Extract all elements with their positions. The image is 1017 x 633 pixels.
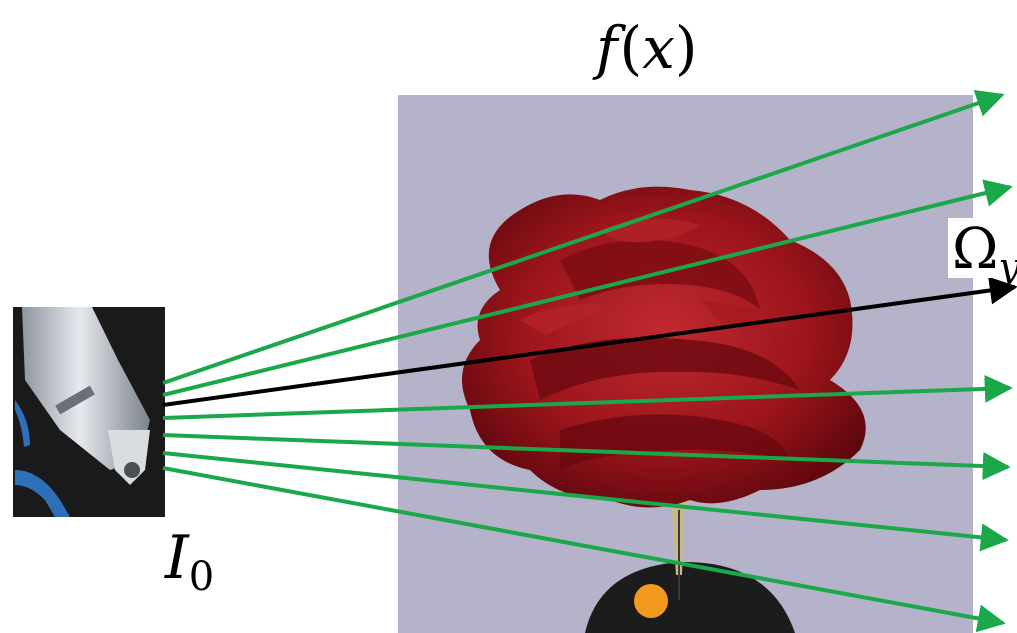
source-subscript: 0 xyxy=(189,554,214,600)
detector-label: Ωy xyxy=(948,217,1017,289)
detector-symbol: Ω xyxy=(952,217,998,282)
xray-source xyxy=(13,307,165,517)
function-argument: x xyxy=(642,14,675,82)
function-expression: f(x) xyxy=(592,14,697,82)
source-expression: I0 xyxy=(164,523,214,600)
source-tip xyxy=(124,462,140,478)
source-symbol: I xyxy=(164,523,190,593)
source-label: I0 xyxy=(164,523,214,600)
detector-subscript: y xyxy=(996,245,1017,289)
object-panel xyxy=(398,95,973,633)
sample-marker-dot xyxy=(634,584,668,618)
function-label: f(x) xyxy=(592,14,697,82)
